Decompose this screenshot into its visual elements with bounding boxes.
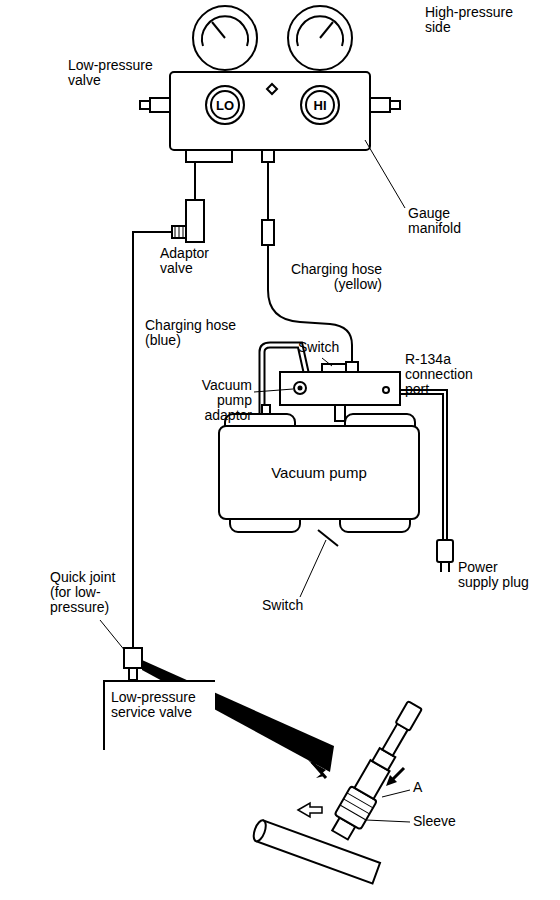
side-nozzle xyxy=(390,101,400,109)
adaptor-knob-dot xyxy=(299,387,302,390)
side-fitting xyxy=(370,98,390,112)
dial-needle xyxy=(320,22,333,38)
high-valve-knob: HI xyxy=(300,85,340,125)
motion-arrow xyxy=(386,775,397,786)
leader-line xyxy=(100,620,126,652)
adaptor-knob xyxy=(294,382,306,394)
part-label: Adaptor valve xyxy=(160,246,230,276)
quick-joint xyxy=(124,648,142,668)
part-label: Power supply plug xyxy=(458,560,538,590)
adaptor-screw xyxy=(383,387,389,393)
leader-line xyxy=(365,140,405,208)
manifold-block xyxy=(170,72,370,150)
part-label: Vacuum pump adaptor xyxy=(190,378,252,423)
joint-coupling xyxy=(396,701,422,731)
pipe-body xyxy=(256,820,380,883)
dial-scale xyxy=(202,16,248,46)
pipe-end xyxy=(251,819,268,843)
part-label: A xyxy=(413,780,443,795)
quick-joint-stem xyxy=(129,668,137,680)
manifold-port xyxy=(186,150,232,162)
part-label: Switch xyxy=(298,340,358,355)
part-label: Quick joint (for low-pressure) xyxy=(50,570,135,615)
sleeve-ribs xyxy=(340,793,373,820)
knob-hatch xyxy=(175,226,183,238)
part-label: Gauge manifold xyxy=(408,206,488,236)
leader-line xyxy=(322,358,332,366)
gauge-dial xyxy=(193,6,257,70)
low-valve-knob: LO xyxy=(205,85,245,125)
dial-needle xyxy=(212,22,225,38)
power-plug xyxy=(437,540,453,562)
leader-line xyxy=(382,790,410,797)
service-valve-box: Low-pressure service valve xyxy=(103,680,215,750)
adaptor-switch xyxy=(322,364,348,372)
motion-arrow-shaft xyxy=(312,762,326,778)
pump-adaptor-box xyxy=(280,372,400,405)
dial-scale xyxy=(297,16,343,46)
part-label: Low-pressure valve xyxy=(68,58,168,88)
part-label: Charging hose (blue) xyxy=(145,318,255,348)
plug-prongs xyxy=(441,562,449,572)
node-text: Vacuum pump xyxy=(271,465,367,480)
hose-connector xyxy=(133,125,225,680)
r134a-port xyxy=(346,362,358,372)
node-text: LO xyxy=(216,98,234,113)
manifold-mark xyxy=(267,84,277,94)
pump-post xyxy=(335,405,345,421)
adaptor-valve-body xyxy=(186,200,204,242)
pump-switch xyxy=(318,530,338,546)
motion-arrow xyxy=(308,760,326,778)
part-label: High-pressure side xyxy=(425,5,525,35)
adaptor-valve-knob xyxy=(172,226,186,238)
part-label: Sleeve xyxy=(413,814,483,829)
side-nozzle xyxy=(140,101,150,109)
part-label: R-134a connection port xyxy=(405,352,493,397)
manifold-port xyxy=(262,150,274,162)
gauge-dial xyxy=(288,6,352,70)
leader-line xyxy=(300,540,326,597)
part-label: Charging hose (yellow) xyxy=(272,262,382,292)
leader-line xyxy=(254,389,293,392)
hollow-arrow xyxy=(298,803,322,817)
vacuum-pump-body: Vacuum pump xyxy=(218,425,420,520)
node-text: HI xyxy=(314,98,327,113)
hose-fitting xyxy=(262,220,274,245)
side-fitting xyxy=(150,98,170,112)
node-text: Low-pressure service valve xyxy=(111,690,209,720)
leader-line xyxy=(366,820,410,822)
part-label: Switch xyxy=(262,598,322,613)
detail-quick-joint xyxy=(327,698,428,843)
